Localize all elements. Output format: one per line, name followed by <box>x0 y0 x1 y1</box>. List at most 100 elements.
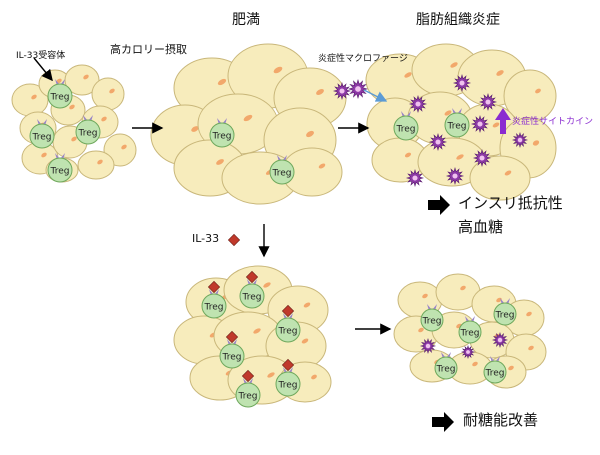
treg-cell: Treg <box>75 115 101 145</box>
inflammatory-macrophage-label: 炎症性マクロファージ <box>318 54 408 64</box>
nucleus <box>422 293 428 299</box>
adipocyte <box>77 150 115 180</box>
adipocyte <box>91 77 125 111</box>
treg-body <box>219 343 245 369</box>
treg-cell: Treg <box>434 352 458 380</box>
treg-label: Treg <box>78 129 98 139</box>
nucleus <box>311 374 317 380</box>
macrophage-icon <box>511 131 529 149</box>
macrophage-nucleus <box>339 88 345 94</box>
nucleus <box>418 327 424 333</box>
macrophage-nucleus <box>485 99 491 105</box>
treg-label: Treg <box>32 133 52 143</box>
nucleus <box>301 338 309 344</box>
treg-cell: Treg <box>239 270 265 309</box>
macrophage-icon <box>408 94 428 114</box>
il33-label: IL-33 <box>192 232 220 245</box>
nucleus <box>263 282 271 288</box>
treg-label: Treg <box>422 317 442 327</box>
nucleus <box>528 345 534 351</box>
treg-label: Treg <box>50 167 70 177</box>
hyperglycemia-label: 高血糖 <box>458 218 504 236</box>
treg-body <box>47 83 73 109</box>
macrophage-icon <box>405 168 425 188</box>
adipocyte-body <box>469 155 531 201</box>
treg-body <box>235 382 261 408</box>
nucleus <box>243 114 253 122</box>
insulin-block-arrow-icon <box>428 195 450 215</box>
nucleus <box>306 130 314 138</box>
inflammatory-cytokine-label: 炎症性サイトカイン <box>512 117 594 127</box>
treg-body <box>275 371 301 397</box>
nucleus <box>532 140 540 146</box>
nucleus <box>69 104 75 110</box>
treg-body <box>75 119 101 145</box>
nucleus <box>41 152 47 158</box>
il33-molecule-icon <box>225 330 239 344</box>
treg-label: Treg <box>222 353 242 363</box>
nucleus <box>316 89 324 95</box>
treg-cell: Treg <box>275 304 301 343</box>
treg-cell: Treg <box>458 316 482 344</box>
nucleus <box>121 144 127 150</box>
adipocyte-body <box>64 64 100 96</box>
treg-body <box>29 123 55 149</box>
adipose-inflammation-title: 脂肪組織炎症 <box>416 12 500 28</box>
macrophage-nucleus <box>459 80 465 86</box>
il33-molecule-icon <box>245 270 259 284</box>
macrophage-icon <box>452 73 472 93</box>
obesity-title: 肥満 <box>232 12 260 28</box>
treg-label: Treg <box>50 93 70 103</box>
il33-molecule-icon <box>281 304 295 318</box>
macrophage-icon <box>491 331 509 349</box>
treg-body <box>201 293 227 319</box>
macrophage-icon <box>332 81 352 101</box>
treg-cell: Treg <box>29 119 55 149</box>
macrophage-icon <box>445 166 465 186</box>
cytokine-up-arrow-icon <box>495 108 511 134</box>
treg-label: Treg <box>485 369 505 379</box>
nucleus <box>31 94 37 100</box>
treg-body <box>269 159 295 185</box>
macrophage-icon <box>428 132 448 152</box>
treg-label: Treg <box>204 303 224 313</box>
treg-body <box>209 122 235 148</box>
macrophage-nucleus <box>435 139 441 145</box>
nucleus <box>404 152 412 158</box>
adipocyte <box>435 273 481 311</box>
treg-label: Treg <box>396 125 416 135</box>
macrophage-icon <box>347 78 369 100</box>
macrophage-nucleus <box>497 337 503 343</box>
treg-label: Treg <box>278 381 298 391</box>
macrophage-icon <box>461 345 475 359</box>
treg-label: Treg <box>242 293 262 303</box>
il33-receptor-label: IL-33受容体 <box>16 51 66 61</box>
macrophage-nucleus <box>477 121 483 127</box>
treg-label: Treg <box>272 169 292 179</box>
treg-body <box>434 356 458 380</box>
nucleus <box>472 361 478 367</box>
treg-label: Treg <box>495 311 515 321</box>
treg-cell: Treg <box>235 369 261 408</box>
adipocyte <box>11 83 49 117</box>
macrophage-nucleus <box>466 350 470 354</box>
treg-cell: Treg <box>209 118 235 148</box>
treg-body <box>47 157 73 183</box>
nucleus <box>267 372 275 378</box>
macrophage-icon <box>478 92 498 112</box>
nucleus <box>456 154 464 160</box>
treg-body <box>239 283 265 309</box>
nucleus <box>444 110 452 116</box>
treg-cell: Treg <box>393 111 419 141</box>
macrophage-nucleus <box>452 173 458 179</box>
treg-body <box>483 360 507 384</box>
treg-cell: Treg <box>493 298 517 326</box>
nucleus <box>526 311 532 317</box>
macrophage-icon <box>470 114 490 134</box>
treg-body <box>493 302 517 326</box>
adipocyte <box>469 155 531 201</box>
il33-molecule-icon <box>281 358 295 372</box>
treg-body <box>393 115 419 141</box>
nucleus <box>101 116 107 122</box>
